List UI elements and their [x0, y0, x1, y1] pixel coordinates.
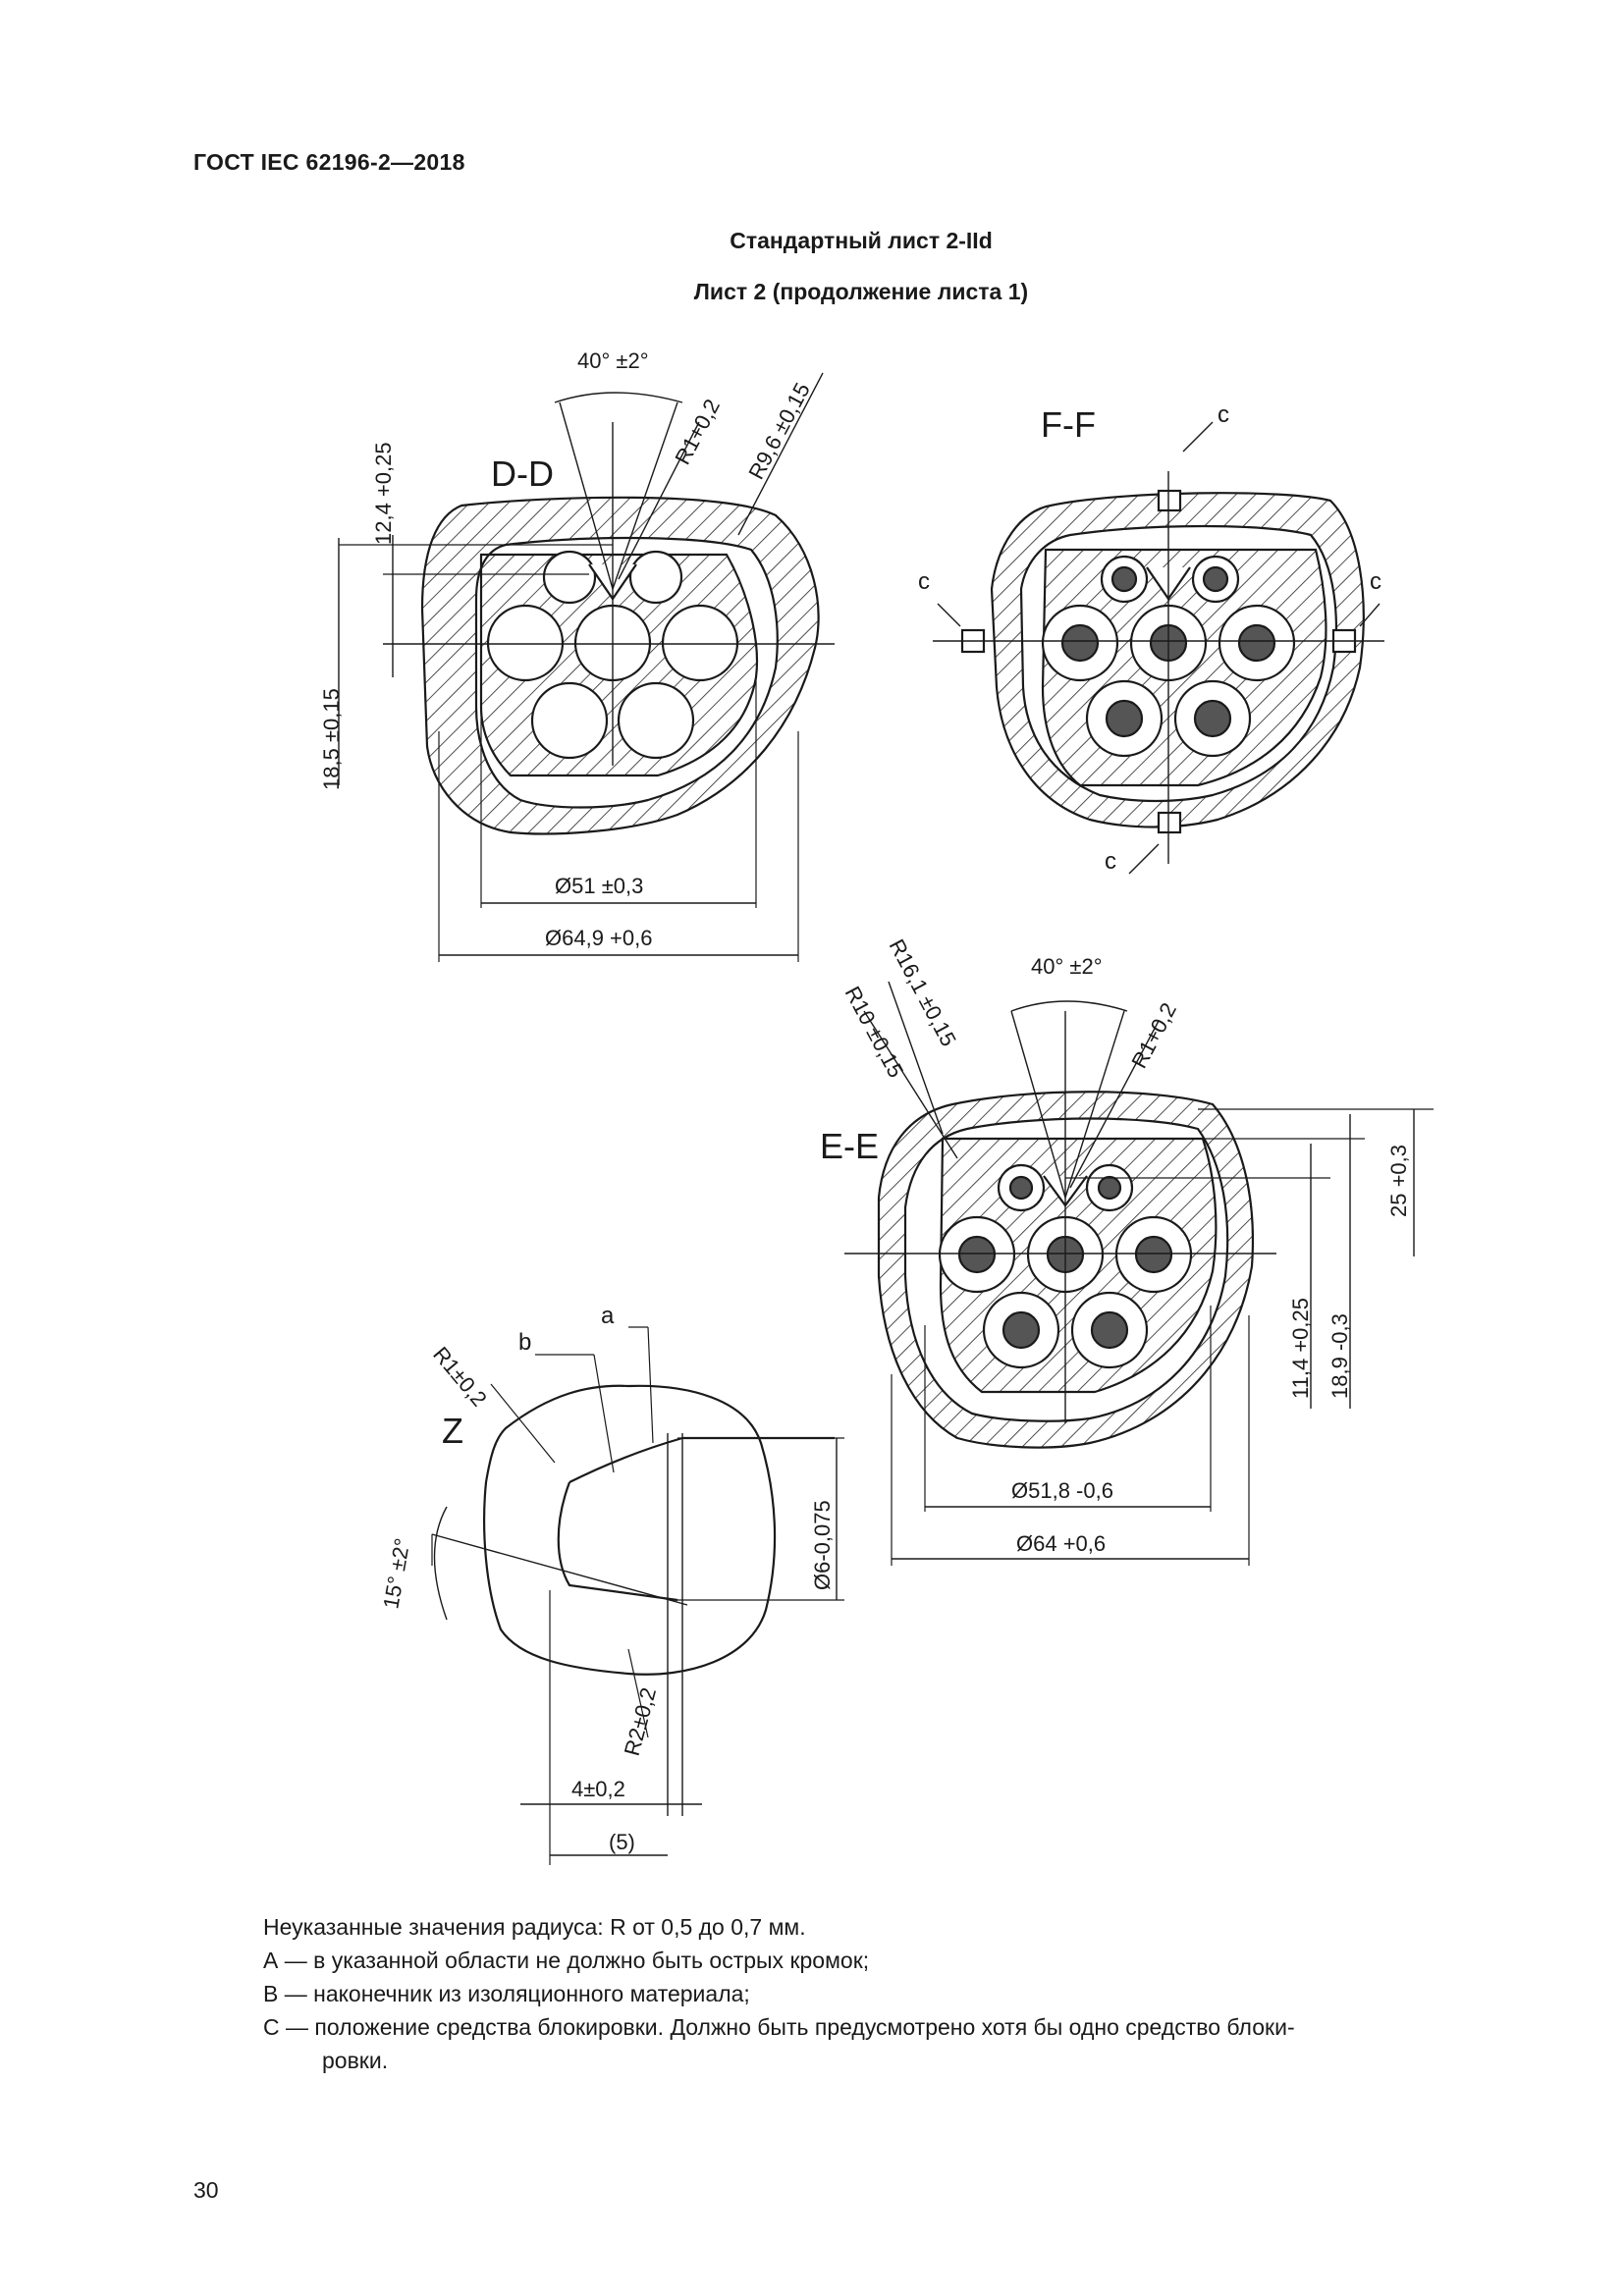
- dd-d649-label: Ø64,9 +0,6: [545, 926, 652, 950]
- z-a-label: a: [601, 1303, 615, 1329]
- ee-dim189-label: 18,9 -0,3: [1327, 1313, 1352, 1399]
- ee-r1-label: R1+0,2: [1126, 998, 1181, 1072]
- z-angle-label: 15° ±2°: [378, 1536, 414, 1611]
- z-d6-label: Ø6-0,075: [810, 1500, 835, 1590]
- ee-d64-label: Ø64 +0,6: [1016, 1531, 1106, 1556]
- dd-r1-label: R1+0,2: [670, 395, 725, 468]
- note-a: А — в указанной области не должно быть о…: [263, 1948, 870, 1973]
- z-section-label: Z: [442, 1411, 463, 1451]
- dd-section-label: D-D: [491, 454, 554, 494]
- dd-d51-label: Ø51 ±0,3: [555, 874, 643, 898]
- ff-c-right: c: [1370, 568, 1381, 595]
- note-c-continued: ровки.: [322, 2048, 389, 2073]
- view-ee: [844, 981, 1434, 1566]
- dd-dim185-label: 18,5 ±0,15: [319, 688, 344, 790]
- z-b-label: b: [518, 1329, 531, 1356]
- note-radius: Неуказанные значения радиуса: R от 0,5 д…: [263, 1914, 806, 1940]
- ff-section-label: F-F: [1041, 404, 1096, 445]
- dd-r96-label: R9,6 ±0,15: [743, 379, 815, 484]
- z-r2-label: R2±0,2: [620, 1684, 661, 1758]
- dd-dim124-label: 12,4 +0,25: [371, 442, 396, 545]
- ff-c-bottom: c: [1105, 848, 1116, 875]
- ee-section-label: E-E: [820, 1126, 879, 1166]
- z-dim4-label: 4±0,2: [571, 1777, 625, 1801]
- ff-c-top: c: [1218, 401, 1229, 428]
- ee-dim25-label: 25 +0,3: [1386, 1145, 1411, 1217]
- standard-header: ГОСТ IEC 62196-2—2018: [193, 149, 465, 175]
- view-z: [431, 1326, 844, 1865]
- view-ff: [933, 421, 1384, 875]
- ee-dim114-label: 11,4 +0,25: [1288, 1298, 1313, 1399]
- ee-d518-label: Ø51,8 -0,6: [1011, 1478, 1113, 1503]
- ee-r10-label: R10 ±0,15: [840, 983, 909, 1082]
- notes: Неуказанные значения радиуса: R от 0,5 д…: [263, 1910, 1540, 2077]
- ee-angle-label: 40° ±2°: [1031, 954, 1103, 979]
- ff-c-left: c: [918, 568, 930, 595]
- dd-angle-label: 40° ±2°: [577, 348, 649, 373]
- page-number: 30: [193, 2177, 219, 2203]
- ee-r161-label: R16,1 ±0,15: [885, 935, 961, 1050]
- z-dim5-label: (5): [609, 1830, 635, 1854]
- z-r1-label: R1±0,2: [428, 1342, 492, 1411]
- note-c: С — положение средства блокировки. Должн…: [263, 2014, 1295, 2040]
- sheet-title: Стандартный лист 2-IId: [730, 228, 993, 253]
- note-b: В — наконечник из изоляционного материал…: [263, 1981, 750, 2006]
- sheet-subtitle: Лист 2 (продолжение листа 1): [693, 279, 1029, 304]
- view-dd: [338, 372, 835, 962]
